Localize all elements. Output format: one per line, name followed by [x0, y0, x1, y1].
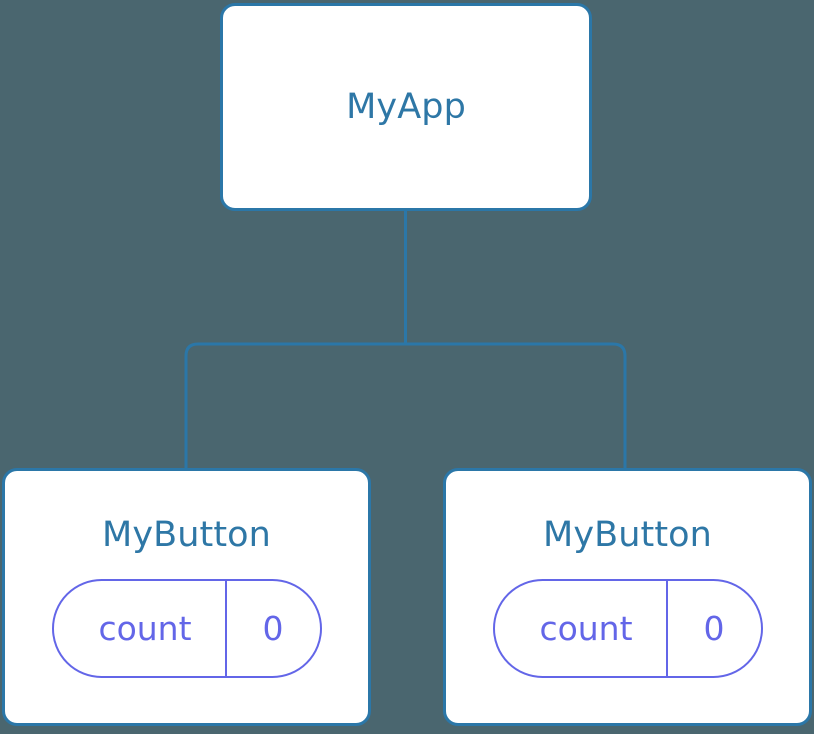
state-pill[interactable]: count 0: [492, 579, 763, 678]
state-key: count: [54, 581, 227, 676]
node-mybutton-left[interactable]: MyButton count 0: [2, 468, 371, 726]
state-value: 0: [703, 609, 725, 648]
state-key: count: [495, 581, 668, 676]
node-title: MyButton: [102, 515, 271, 555]
node-myapp[interactable]: MyApp: [220, 3, 592, 211]
node-title: MyApp: [346, 86, 466, 127]
node-mybutton-right[interactable]: MyButton count 0: [443, 468, 812, 726]
state-pill[interactable]: count 0: [51, 579, 322, 678]
connector-child-bus: [184, 342, 627, 470]
node-title: MyButton: [543, 515, 712, 555]
state-value: 0: [262, 609, 284, 648]
